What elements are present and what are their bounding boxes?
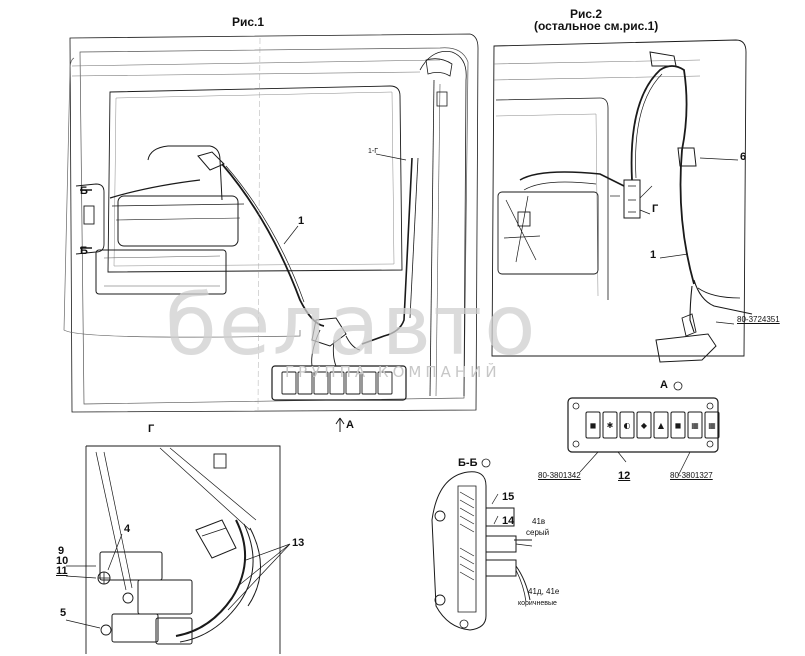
part-80-3724351: 80-3724351 bbox=[737, 315, 780, 324]
callout-15: 15 bbox=[502, 491, 515, 503]
switch-key bbox=[670, 411, 686, 439]
fig1-drawing bbox=[63, 33, 479, 432]
switch-key-symbol: ▦ bbox=[708, 421, 716, 430]
section-b-mark-bottom: Б bbox=[80, 245, 88, 257]
watermark-group: ГРУППА КОМПАНИЙ bbox=[285, 363, 501, 381]
switch-key-symbol: ◼ bbox=[675, 421, 682, 430]
callout-10: 10 bbox=[56, 555, 69, 567]
section-b-mark-top: Б bbox=[80, 185, 88, 197]
view-g-title: Г bbox=[148, 423, 155, 435]
switch-key bbox=[585, 411, 601, 439]
view-a-switch-panel: ◼ ✱ ◐ ◆ ▲ ◼ ▦ ▦ bbox=[567, 381, 720, 477]
fig2-title: Рис.2 bbox=[570, 7, 603, 21]
switch-key bbox=[619, 411, 635, 439]
wire-41de: 41д, 41е bbox=[528, 587, 560, 596]
wire-41v: 41в bbox=[532, 517, 546, 526]
section-bb-title: Б-Б bbox=[458, 457, 478, 469]
switch-key-symbol: ◆ bbox=[641, 421, 648, 430]
callout-1-fig2: 1 bbox=[650, 249, 657, 261]
fig2-drawing bbox=[491, 39, 753, 363]
part-80-3801327: 80-3801327 bbox=[670, 471, 713, 480]
switch-key-symbol: ▲ bbox=[658, 421, 665, 430]
callout-5: 5 bbox=[60, 607, 67, 619]
switch-key-symbol: ◐ bbox=[624, 421, 631, 430]
switch-key bbox=[687, 411, 703, 439]
callout-11: 11 bbox=[56, 565, 68, 577]
switch-key-symbol: ✱ bbox=[607, 421, 614, 430]
switch-key-symbol: ◼ bbox=[590, 421, 597, 430]
wire-41de-color: коричневые bbox=[518, 600, 557, 607]
part-80-3801342: 80-3801342 bbox=[538, 471, 581, 480]
callout-1g: 1-Г bbox=[368, 148, 379, 155]
section-bb-detail bbox=[431, 458, 533, 631]
switch-key bbox=[636, 411, 652, 439]
switch-key bbox=[704, 411, 720, 439]
view-a-title: А bbox=[660, 379, 668, 391]
fig1-title: Рис.1 bbox=[232, 15, 265, 29]
callout-9: 9 bbox=[58, 545, 65, 557]
callout-1-fig1: 1 bbox=[298, 215, 305, 227]
view-a-arrow-label: А bbox=[346, 419, 354, 431]
callout-6: 6 bbox=[740, 151, 747, 163]
switch-key-symbol: ▦ bbox=[691, 421, 699, 430]
callout-13: 13 bbox=[292, 537, 305, 549]
callout-12: 12 bbox=[618, 470, 631, 482]
switch-key bbox=[602, 411, 618, 439]
view-g-detail bbox=[65, 445, 291, 654]
view-g-mark: Г bbox=[652, 203, 659, 215]
fig2-subtitle: (остальное см.рис.1) bbox=[534, 19, 659, 33]
callout-14: 14 bbox=[502, 515, 515, 527]
switch-key bbox=[653, 411, 669, 439]
wire-41v-color: серый bbox=[526, 528, 550, 537]
watermark-brand: белавто bbox=[165, 276, 538, 374]
callout-4: 4 bbox=[124, 523, 131, 535]
